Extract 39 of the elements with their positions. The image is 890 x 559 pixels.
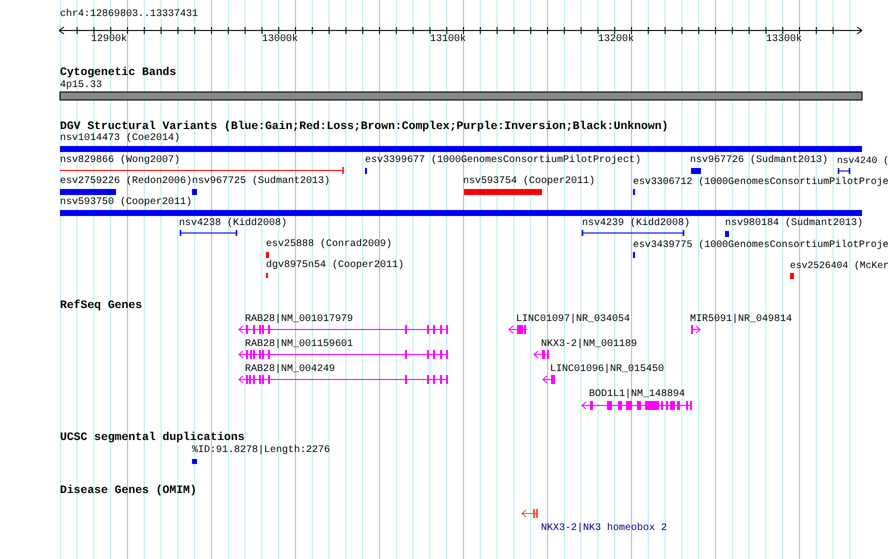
gene-label: RAB28|NM_001017979 <box>245 314 354 325</box>
gene-label: RAB28|NM_001159601 <box>245 339 354 350</box>
gene-label: MIR5091|NR_049814 <box>690 314 792 325</box>
track-title: Disease Genes (OMIM) <box>60 485 197 498</box>
feature-label: nsv593750 (Cooper2011) <box>60 197 192 208</box>
gene-label: NKX3-2|NM_001189 <box>541 339 638 350</box>
band-label: 4p15.33 <box>60 80 102 91</box>
feature-label: nsv829866 (Wong2007) <box>60 155 180 166</box>
tick-label: 13100k <box>430 34 466 45</box>
feature-label: nsv980184 (Sudmant2013) <box>725 218 864 229</box>
feature-label: nsv967725 (Sudmant2013) <box>192 176 330 187</box>
feature-label: esv3439775 (1000GenomesConsortiumPilotProje <box>633 239 889 250</box>
feature-label: dgv8975n54 (Cooper2011) <box>266 260 404 271</box>
gene-label: RAB28|NM_004249 <box>245 364 336 375</box>
tick-label: 13200k <box>598 34 634 45</box>
feature-label: esv25888 (Conrad2009) <box>266 239 392 250</box>
gene-label: NKX3-2|NK3 homeobox 2 <box>541 523 668 534</box>
tick-label: 13300k <box>766 34 802 45</box>
feature-label: esv3306712 (1000GenomesConsortiumPilotProje <box>633 176 889 187</box>
track-title: UCSC segmental duplications <box>60 432 245 444</box>
feature-label: nsv1014473 (Coe2014) <box>60 133 180 144</box>
feature-label: esv2526404 (McKer <box>790 260 889 271</box>
track-title: RefSeq Genes <box>60 300 142 313</box>
feature-label: nsv4238 (Kidd2008) <box>179 218 288 229</box>
feature-label: nsv4239 (Kidd2008) <box>582 218 690 229</box>
track-title: Cytogenetic Bands <box>60 67 176 80</box>
feature-label: esv2759226 (Redon2006) <box>60 176 192 187</box>
ruler-title: chr4:12869803..13337431 <box>60 9 198 20</box>
tick-label: 13000k <box>262 34 298 45</box>
track-title: DGV Structural Variants (Blue:Gain;Red:Loss;Brown:Complex;Purple:Inversion;Black:Unknown) <box>60 121 668 133</box>
gene-label: BOD1L1|NM_148894 <box>589 389 686 400</box>
feature-label: nsv4240 ( <box>837 155 889 166</box>
feature-label: esv3399677 (1000GenomesConsortiumPilotProject) <box>365 155 642 166</box>
feature-label: nsv967726 (Sudmant2013) <box>690 155 828 166</box>
gene-label: LINC01097|NR_034054 <box>516 314 630 325</box>
feature-label: %ID:91.8278|Length:2276 <box>192 445 330 456</box>
feature-label: nsv593754 (Cooper2011) <box>463 176 596 187</box>
gene-label: LINC01096|NR_015450 <box>550 364 664 375</box>
tick-label: 12900k <box>91 34 128 45</box>
